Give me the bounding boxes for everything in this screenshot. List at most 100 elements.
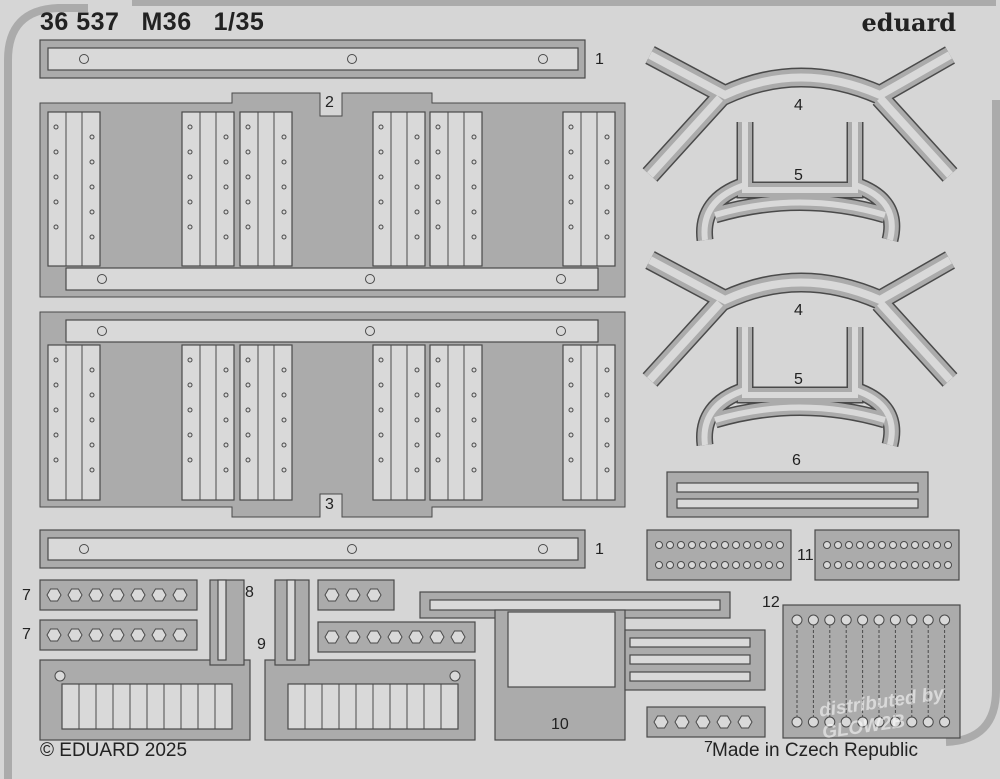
rivet-hole [568,199,574,205]
rivet-hole [471,367,477,373]
rivet-hole [89,209,95,215]
chain-link [666,541,674,549]
chain-link [900,541,908,549]
rivet-hole [281,209,287,215]
rivet-hole [187,174,193,180]
rivet-hole [568,174,574,180]
rivet-hole [187,382,193,388]
chain-link [765,541,773,549]
rivet-hole [435,224,441,230]
rivet-hole [414,159,420,165]
rivet-hole [223,159,229,165]
hex-nut [716,715,732,729]
hole [347,54,357,64]
rivet-hole [471,134,477,140]
chain-link [721,541,729,549]
rivet-hole [245,382,251,388]
rivet-hole [245,357,251,363]
rivet-hole [245,199,251,205]
chain-link [721,561,729,569]
part-4-top-inner [647,51,953,178]
rivet-hole [435,174,441,180]
chain-link [666,561,674,569]
hex-nut [366,588,382,602]
rivet-hole [378,432,384,438]
rivet-hole [568,224,574,230]
part-9-arm-inner [286,579,296,661]
part-12 [782,604,961,739]
part-label-1-bottom: 1 [595,541,604,558]
chain-end-ring [906,614,918,626]
chain-end-ring [857,716,869,728]
rivet-hole [245,174,251,180]
rod [629,671,751,682]
hole [365,274,375,284]
part-6 [666,471,929,518]
part-2-bar [65,267,599,291]
hex-nut [46,628,62,642]
chain-link [878,561,886,569]
chain-link [776,541,784,549]
chain-link [922,541,930,549]
rivet-hole [89,234,95,240]
part-label-2: 2 [325,94,334,111]
hole [79,54,89,64]
cross-mark [54,670,66,682]
hole [365,326,375,336]
rivet-hole [414,209,420,215]
hole [556,274,566,284]
part-5-top-inner [701,122,895,241]
chain-link [655,561,663,569]
part-4-bottom [643,252,957,386]
rivet-hole [187,432,193,438]
hex-nut [324,630,340,644]
origin-text: Made in Czech Republic [712,740,918,761]
rivet-hole [471,417,477,423]
hex-nut [67,628,83,642]
hole [538,54,548,64]
rivet-hole [223,392,229,398]
rivet-hole [89,159,95,165]
chain-link [823,541,831,549]
rivet-hole [568,432,574,438]
rivet-hole [223,417,229,423]
rivet-hole [471,159,477,165]
hole [556,326,566,336]
chain-link [944,561,952,569]
rivet-hole [281,159,287,165]
part-label-7-c: 7 [704,739,713,756]
rivet-hole [187,149,193,155]
rivet-hole [245,224,251,230]
part-label-7-a: 7 [22,587,31,604]
rivet-hole [568,457,574,463]
rivet-hole [568,124,574,130]
rivet-hole [281,442,287,448]
hex-nut [151,628,167,642]
chain-link [867,541,875,549]
part-label-5-top: 5 [794,167,803,184]
part-3-hinge-2 [239,344,293,501]
rivet-hole [223,134,229,140]
hex-nut [151,588,167,602]
hex-nut [67,588,83,602]
part-8-arm-inner [217,579,227,661]
chain-end-ring [807,716,819,728]
part-1-top-strip [47,47,579,71]
rivet-hole [435,407,441,413]
part-label-7-b: 7 [22,626,31,643]
rivet-hole [471,234,477,240]
part-label-6: 6 [792,452,801,469]
rivet-hole [414,467,420,473]
part-8-arm [209,579,245,666]
part-3-hinge-0 [47,344,101,501]
rivet-hole [378,224,384,230]
chain-end-ring [873,716,885,728]
rivet-hole [281,134,287,140]
rivet-hole [223,234,229,240]
chain-end-ring [939,716,951,728]
chain-end-ring [824,614,836,626]
chain-end-ring [840,716,852,728]
part-3-fret [39,311,626,518]
hole [347,544,357,554]
chain-end-ring [873,614,885,626]
